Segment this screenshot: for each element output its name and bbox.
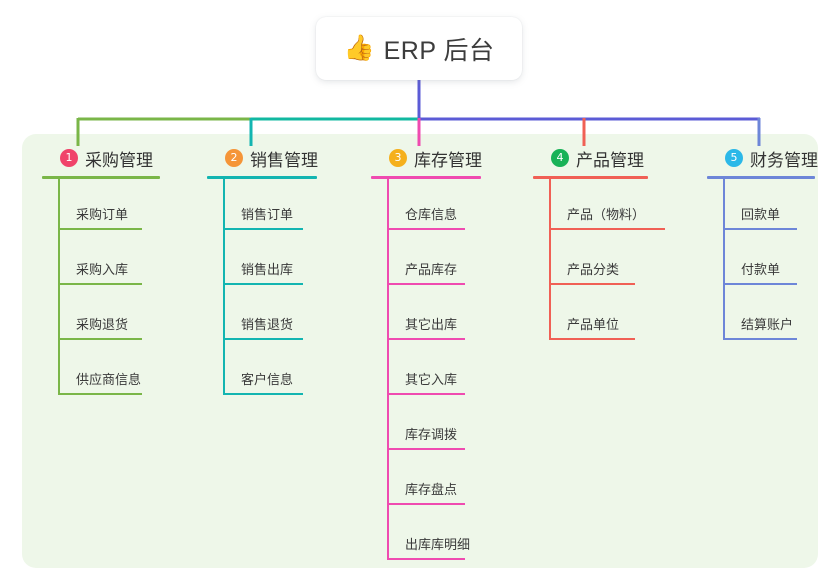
leaf-rule (387, 503, 465, 505)
leaf-rule (223, 393, 303, 395)
leaf-label: 回款单 (741, 207, 781, 222)
leaf-label: 销售出库 (241, 262, 294, 277)
leaf-label: 付款单 (741, 262, 781, 277)
leaf-rule (223, 228, 303, 230)
column-accent-rule (371, 176, 481, 179)
column-accent-rule (707, 176, 815, 179)
column-销售管理: 2 销售管理销售订单销售出库销售退货客户信息 (207, 146, 318, 395)
leaf-label: 销售订单 (241, 207, 294, 222)
leaf-label: 库存盘点 (405, 482, 458, 497)
leaf-rule (723, 283, 797, 285)
column-title: 库存管理 (414, 150, 482, 170)
column-spine (58, 178, 60, 393)
leaf-rule (58, 393, 142, 395)
leaf-label: 出库库明细 (405, 537, 471, 552)
column-spine (223, 178, 225, 393)
column-index-badge: 2 (225, 149, 243, 167)
leaf-label: 其它入库 (405, 372, 458, 387)
leaf-label: 供应商信息 (76, 372, 142, 387)
column-index-badge: 1 (60, 149, 78, 167)
column-title: 财务管理 (750, 150, 818, 170)
column-accent-rule (42, 176, 160, 179)
column-title: 销售管理 (250, 150, 318, 170)
column-accent-rule (207, 176, 317, 179)
leaf-rule (58, 283, 142, 285)
leaf-label: 结算账户 (741, 317, 794, 332)
leaf-label: 其它出库 (405, 317, 458, 332)
column-header-2[interactable]: 2 销售管理 (207, 146, 318, 170)
leaf-rule (58, 338, 142, 340)
leaf-rule (387, 283, 465, 285)
leaf-label: 采购退货 (76, 317, 129, 332)
column-title: 产品管理 (576, 150, 644, 170)
leaf-rule (549, 283, 635, 285)
column-产品管理: 4 产品管理产品（物料） 产品分类产品单位 (533, 146, 665, 340)
column-index-badge: 5 (725, 149, 743, 167)
column-采购管理: 1 采购管理采购订单采购入库采购退货供应商信息 (42, 146, 160, 395)
leaf-rule (387, 228, 465, 230)
leaf-rule (549, 228, 665, 230)
columns-panel (22, 134, 818, 568)
leaf-label: 库存调拨 (405, 427, 458, 442)
column-spine (723, 178, 725, 338)
leaf-rule (387, 448, 465, 450)
column-title: 采购管理 (85, 150, 153, 170)
leaf-label: 产品（物料） (567, 207, 646, 222)
leaf-rule (223, 338, 303, 340)
thumbs-up-icon: 👍 (343, 34, 375, 62)
leaf-label: 产品单位 (567, 317, 620, 332)
leaf-rule (58, 228, 142, 230)
leaf-label: 产品库存 (405, 262, 458, 277)
column-header-3[interactable]: 3 库存管理 (371, 146, 482, 170)
column-index-badge: 4 (551, 149, 569, 167)
leaf-label: 采购订单 (76, 207, 129, 222)
root-title: ERP 后台 (383, 36, 495, 65)
column-财务管理: 5 财务管理回款单付款单结算账户 (707, 146, 818, 340)
leaf-rule (387, 558, 465, 560)
leaf-rule (387, 338, 465, 340)
leaf-rule (723, 338, 797, 340)
leaf-label: 销售退货 (241, 317, 294, 332)
leaf-rule (549, 338, 635, 340)
leaf-label: 仓库信息 (405, 207, 458, 222)
column-header-1[interactable]: 1 采购管理 (42, 146, 153, 170)
leaf-rule (723, 228, 797, 230)
column-库存管理: 3 库存管理仓库信息产品库存其它出库其它入库库存调拨库存盘点出库库明细 (371, 146, 482, 560)
leaf-rule (387, 393, 465, 395)
column-header-5[interactable]: 5 财务管理 (707, 146, 818, 170)
column-accent-rule (533, 176, 648, 179)
column-spine (387, 178, 389, 558)
column-header-4[interactable]: 4 产品管理 (533, 146, 644, 170)
leaf-label: 采购入库 (76, 262, 129, 277)
leaf-rule (223, 283, 303, 285)
root-node[interactable]: 👍 ERP 后台 (316, 17, 522, 80)
leaf-label: 客户信息 (241, 372, 294, 387)
column-index-badge: 3 (389, 149, 407, 167)
column-spine (549, 178, 551, 338)
leaf-label: 产品分类 (567, 262, 620, 277)
